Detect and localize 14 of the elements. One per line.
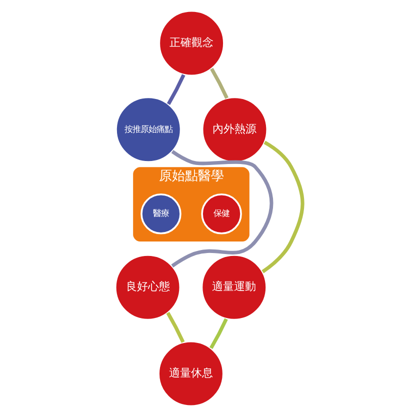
- connector: [166, 312, 184, 343]
- connector: [166, 74, 185, 105]
- node-circle: 保健: [200, 194, 242, 234]
- node-circle: 適量休息: [157, 340, 224, 407]
- node-circle: 按推原始痛點: [114, 96, 182, 163]
- node-circle: 內外熱源: [200, 96, 268, 163]
- node-circle: 適量運動: [200, 254, 267, 321]
- node-circle: 醫療: [140, 194, 181, 234]
- node-circle: 正確觀念: [158, 10, 224, 77]
- node-circle: 良好心態: [114, 254, 181, 321]
- connector: [170, 150, 273, 268]
- connector: [210, 68, 228, 99]
- connector: [209, 318, 228, 350]
- connector: [261, 140, 304, 274]
